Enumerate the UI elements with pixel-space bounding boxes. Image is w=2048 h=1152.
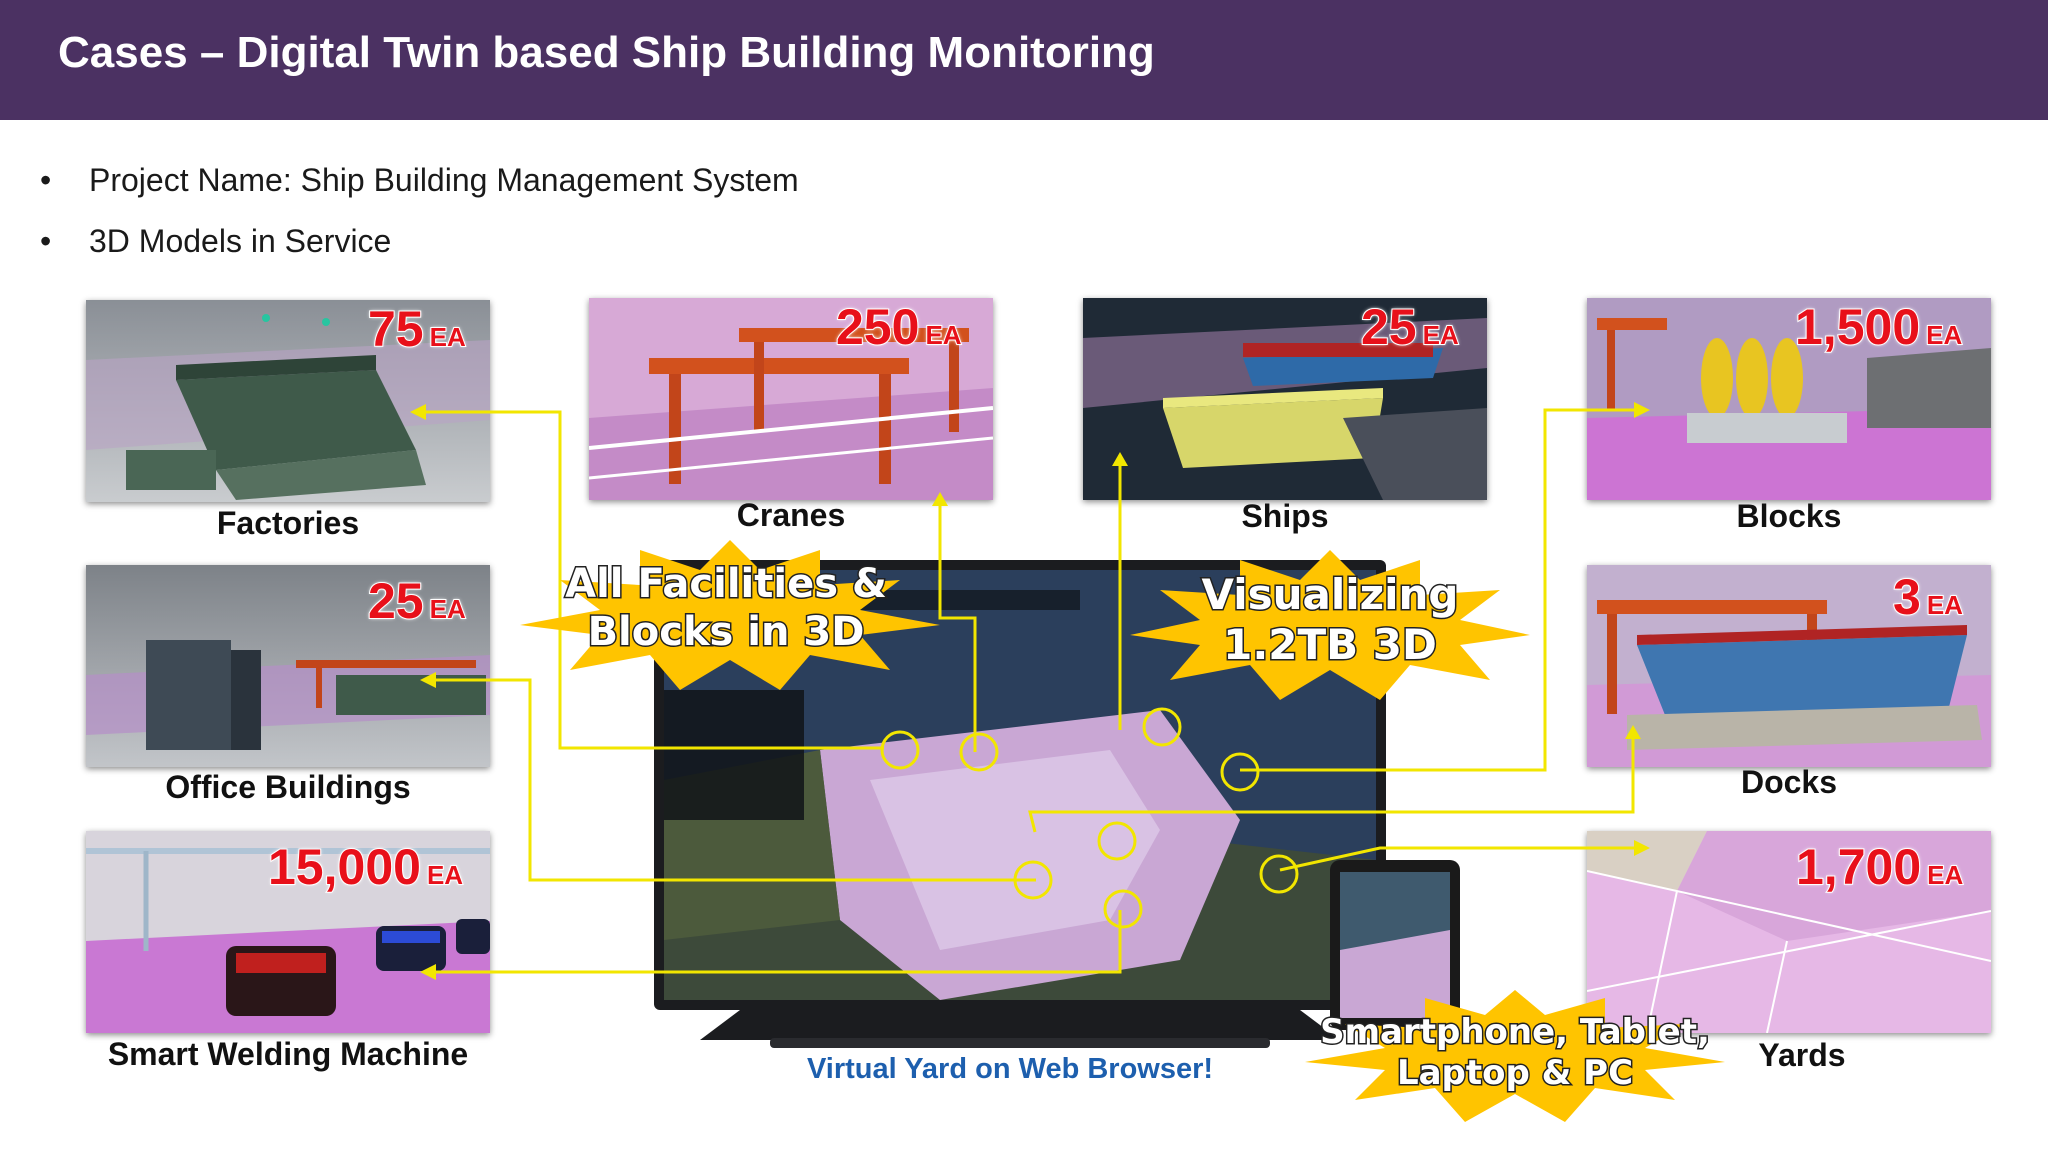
- callout-visualizing: Visualizing 1.2TB 3D: [1200, 568, 1460, 670]
- header-bar: Cases – Digital Twin based Ship Building…: [0, 0, 2048, 120]
- blocks-label: Blocks: [1736, 498, 1842, 534]
- factories-label: Factories: [216, 505, 360, 541]
- ships-image: [1083, 298, 1487, 500]
- blocks-image: [1587, 298, 1991, 500]
- ships-scene: [1083, 298, 1487, 500]
- blocks-scene: [1587, 298, 1991, 500]
- cranes-label: Cranes: [736, 497, 846, 533]
- virtual-yard-caption: Virtual Yard on Web Browser!: [806, 1053, 1214, 1085]
- page-title: Cases – Digital Twin based Ship Building…: [58, 28, 1155, 77]
- cranes-scene: [589, 298, 993, 500]
- factories-image: [86, 300, 490, 502]
- callout-devices: Smartphone, Tablet, Laptop & PC: [1319, 1011, 1712, 1095]
- factories-scene: [86, 300, 490, 502]
- office-scene: [86, 565, 490, 767]
- docks-image: [1587, 565, 1991, 767]
- docks-scene: [1587, 565, 1991, 767]
- ships-label: Ships: [1241, 498, 1329, 534]
- burst-facilities: [520, 540, 940, 690]
- smart-welding-image: [86, 831, 490, 1033]
- yards-image: [1587, 831, 1991, 1033]
- bullet-icon: •: [40, 162, 52, 198]
- welding-label: Smart Welding Machine: [107, 1036, 469, 1072]
- callout-facilities: All Facilities & Blocks in 3D: [564, 560, 889, 657]
- welding-scene: [86, 831, 490, 1033]
- bullet-text: 3D Models in Service: [89, 223, 392, 259]
- office-label: Office Buildings: [165, 769, 411, 805]
- yards-scene: [1587, 831, 1991, 1033]
- bullet-icon: •: [40, 223, 52, 259]
- office-buildings-image: [86, 565, 490, 767]
- docks-label: Docks: [1740, 764, 1838, 800]
- bullet-text: Project Name: Ship Building Management S…: [89, 162, 799, 198]
- burst-devices: [1305, 990, 1725, 1122]
- tablet-device: [1330, 860, 1460, 1030]
- yards-label: Yards: [1758, 1037, 1846, 1073]
- cranes-image: [589, 298, 993, 500]
- burst-visualizing: [1130, 550, 1530, 700]
